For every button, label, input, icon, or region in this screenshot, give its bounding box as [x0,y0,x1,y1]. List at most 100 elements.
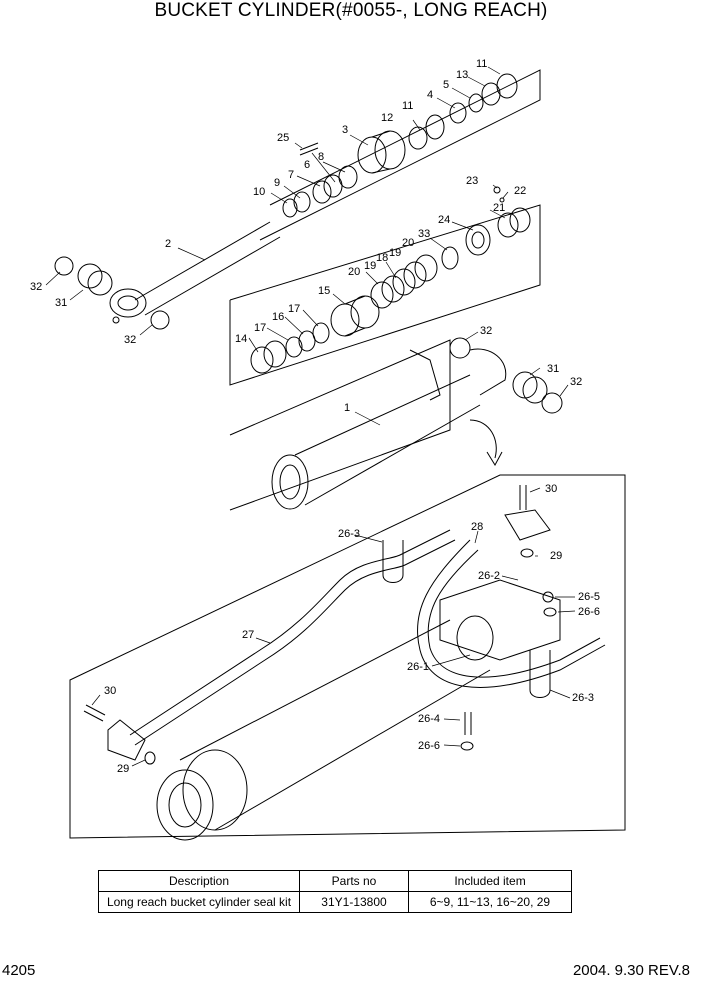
nut-21 [497,207,531,238]
seal-8 [338,165,358,189]
label-19-lower: 19 [364,260,376,272]
label-15: 15 [318,285,330,297]
header-included-item: Included item [408,870,572,892]
label-30-lower: 30 [104,685,116,697]
label-9: 9 [274,177,280,189]
label-27: 27 [242,629,254,641]
label-26-3-upper: 26-3 [338,528,360,540]
label-1: 1 [344,402,350,414]
piston-15 [330,295,380,337]
ring-20-lower [370,281,394,309]
header-description: Description [98,870,300,892]
piston-rod [109,221,281,324]
washer-26-6-upper [543,607,557,617]
ring-19-upper [403,261,427,289]
label-8: 8 [318,151,324,163]
label-4: 4 [427,89,433,101]
seal-12 [408,126,428,150]
seal-17-lower [285,336,303,358]
oring-29-upper [520,548,534,558]
ring-18 [392,268,416,296]
label-7: 7 [288,169,294,181]
tube-large [156,619,491,841]
rod-cover [357,130,406,174]
cell-included-item: 6~9, 11~13, 16~20, 29 [408,891,572,913]
panel-outline-rod [259,69,541,241]
flange-block-lower [107,719,146,761]
seal-32-right-bottom [541,392,563,414]
label-26-6-lower: 26-6 [418,740,440,752]
oring-29-lower [144,751,156,765]
label-23: 23 [466,175,478,187]
cylinder-tube [271,348,507,510]
panel-outline-tube [229,339,451,511]
label-16: 16 [272,311,284,323]
label-6: 6 [304,159,310,171]
seal-17-upper [312,322,330,344]
bolt-25 [299,142,319,156]
bushing-31-left [77,263,113,296]
ring-20-upper [414,254,438,282]
label-29-upper: 29 [550,550,562,562]
washer-26-6-lower [460,741,474,751]
label-32-right-top: 32 [480,325,492,337]
label-24: 24 [438,214,450,226]
label-26-5: 26-5 [578,591,600,603]
nut-24 [465,224,491,256]
bushing-31-right [512,371,548,404]
label-20-upper: 20 [402,237,414,249]
seal-kit-row: Long reach bucket cylinder seal kit 31Y1… [98,891,572,913]
seal-9 [293,191,311,213]
leader-lines [45,66,576,767]
label-25: 25 [277,132,289,144]
label-26-6-upper: 26-6 [578,606,600,618]
pipe-28 [416,539,606,688]
label-26-3-lower: 26-3 [572,692,594,704]
page-title: BUCKET CYLINDER(#0055-, LONG REACH) [154,0,548,21]
label-28: 28 [471,521,483,533]
seal-32-right-top [449,337,471,359]
setscrew-23 [493,186,501,194]
seal-32-left-top [54,256,74,276]
exploded-parts-diagram: 1 2 3 4 5 6 7 8 9 10 11 11 12 13 14 15 1… [30,58,626,841]
label-11-upper: 11 [402,100,413,112]
label-26-1: 26-1 [407,661,429,673]
ring-19-lower [381,275,405,303]
callout-labels: 1 2 3 4 5 6 7 8 9 10 11 11 12 13 14 15 1… [30,58,600,775]
revision-date: 2004. 9.30 REV.8 [572,962,690,979]
label-12: 12 [381,112,393,124]
seal-kit-header-row: Description Parts no Included item [98,870,572,892]
page-number: 4205 [2,962,36,979]
label-10: 10 [253,186,265,198]
label-32-left-bottom: 32 [124,334,136,346]
bolt-26-4 [464,712,472,735]
cushion-14 [250,340,287,374]
bolt-head-26-5 [542,591,554,603]
label-29-lower: 29 [117,763,129,775]
label-17-lower: 17 [254,322,266,334]
seal-7 [312,180,332,204]
flange-block-upper [504,509,551,541]
label-21: 21 [493,202,505,214]
label-32-left-top: 32 [30,281,42,293]
bolt-30-upper [519,485,527,510]
label-20-lower: 20 [348,266,360,278]
label-32-right-bottom: 32 [570,376,582,388]
label-33: 33 [418,228,430,240]
seal-16 [298,330,316,352]
label-26-2: 26-2 [478,570,500,582]
u-bolt-26-3-lower [529,650,551,698]
label-5: 5 [443,79,449,91]
seal-11-upper [425,114,445,140]
label-26-4: 26-4 [418,713,440,725]
seal-32-left-bottom [150,310,170,330]
label-13: 13 [456,69,468,81]
ball-22 [499,197,505,203]
seal-kit-table: Description Parts no Included item Long … [98,870,572,913]
seal-11-top [496,73,518,99]
panel-outline-pipes [69,474,626,839]
seal-5 [468,93,484,113]
label-22: 22 [514,185,526,197]
label-11-top: 11 [476,58,487,70]
u-bolt-26-3-upper [382,540,404,583]
